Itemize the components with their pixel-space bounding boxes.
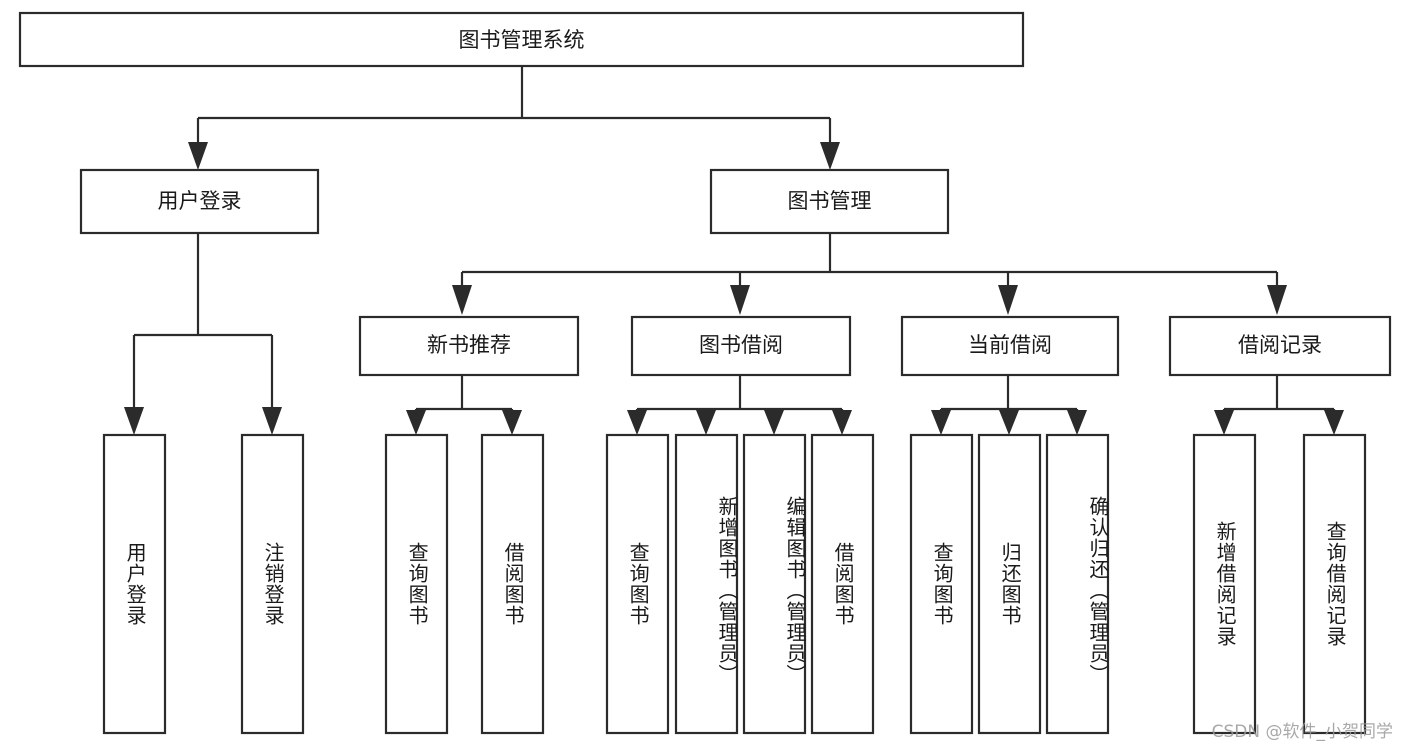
node-borrow-record[interactable]: 借阅记录 — [1168, 315, 1392, 377]
node-label-book-borrow: 图书借阅 — [699, 333, 783, 357]
node-box-leaf-query-book-3[interactable] — [909, 433, 974, 735]
node-box-leaf-query-book-2[interactable] — [605, 433, 670, 735]
node-box-leaf-borrow-book-1[interactable] — [480, 433, 545, 735]
node-book-borrow[interactable]: 图书借阅 — [630, 315, 852, 377]
connector-group-new-book-recommend — [406, 375, 522, 435]
node-box-root[interactable] — [18, 11, 1025, 68]
node-new-book-recommend[interactable]: 新书推荐 — [358, 315, 580, 377]
node-box-book-manage[interactable] — [709, 168, 950, 235]
node-box-leaf-confirm-return[interactable] — [1045, 433, 1110, 735]
arrow-to-leaf-query-book-1 — [406, 410, 426, 435]
arrow-to-book-borrow — [730, 285, 750, 315]
arrow-to-borrow-record — [1267, 285, 1287, 315]
node-box-leaf-add-record[interactable] — [1192, 433, 1257, 735]
connector-group-book-manage — [452, 233, 1287, 315]
connector-group-current-borrow — [931, 375, 1087, 435]
node-box-leaf-logout-login[interactable] — [240, 433, 305, 735]
node-box-leaf-query-record[interactable] — [1302, 433, 1367, 735]
node-box-leaf-add-book[interactable] — [674, 433, 739, 735]
node-label-root: 图书管理系统 — [459, 28, 585, 52]
node-root[interactable]: 图书管理系统 — [18, 11, 1025, 68]
node-box-leaf-user-login[interactable] — [102, 433, 167, 735]
arrow-root-to-user-login — [188, 142, 208, 170]
node-box-leaf-borrow-book-2[interactable] — [810, 433, 875, 735]
arrow-to-leaf-borrow-book-1 — [502, 410, 522, 435]
arrow-to-leaf-logout-login — [262, 407, 282, 435]
node-box-borrow-record[interactable] — [1168, 315, 1392, 377]
arrow-to-leaf-return-book — [999, 410, 1019, 435]
node-box-new-book-recommend[interactable] — [358, 315, 580, 377]
node-box-user-login[interactable] — [79, 168, 320, 235]
arrow-to-leaf-add-record — [1214, 410, 1234, 435]
connector-group-book-borrow — [627, 375, 852, 435]
connector-group-borrow-record — [1214, 375, 1344, 435]
node-user-login[interactable]: 用户登录 — [79, 168, 320, 235]
arrow-to-leaf-edit-book — [764, 410, 784, 435]
connector-group-user-login — [124, 233, 282, 435]
arrow-to-leaf-add-book — [696, 410, 716, 435]
node-box-leaf-query-book-1[interactable] — [384, 433, 449, 735]
arrow-to-current-borrow — [998, 285, 1018, 315]
node-book-manage[interactable]: 图书管理 — [709, 168, 950, 235]
arrow-to-leaf-borrow-book-2 — [832, 410, 852, 435]
node-current-borrow[interactable]: 当前借阅 — [900, 315, 1120, 377]
arrow-to-leaf-query-record — [1324, 410, 1344, 435]
connector-group-root — [188, 66, 840, 170]
arrow-to-new-book-recommend — [452, 285, 472, 315]
node-label-new-book-recommend: 新书推荐 — [427, 333, 511, 357]
node-box-leaf-edit-book[interactable] — [742, 433, 807, 735]
node-label-borrow-record: 借阅记录 — [1238, 333, 1322, 357]
node-label-user-login: 用户登录 — [158, 189, 242, 213]
arrow-to-leaf-query-book-2 — [627, 410, 647, 435]
csdn-watermark: CSDN @软件_小贺同学 — [1211, 722, 1393, 742]
node-label-current-borrow: 当前借阅 — [968, 333, 1052, 357]
arrow-to-leaf-query-book-3 — [931, 410, 951, 435]
arrow-root-to-book-manage — [820, 142, 840, 170]
node-label-book-manage: 图书管理 — [788, 189, 872, 213]
node-box-book-borrow[interactable] — [630, 315, 852, 377]
arrow-to-leaf-user-login — [124, 407, 144, 435]
arrow-to-leaf-confirm-return — [1067, 410, 1087, 435]
node-box-current-borrow[interactable] — [900, 315, 1120, 377]
node-box-leaf-return-book[interactable] — [977, 433, 1042, 735]
